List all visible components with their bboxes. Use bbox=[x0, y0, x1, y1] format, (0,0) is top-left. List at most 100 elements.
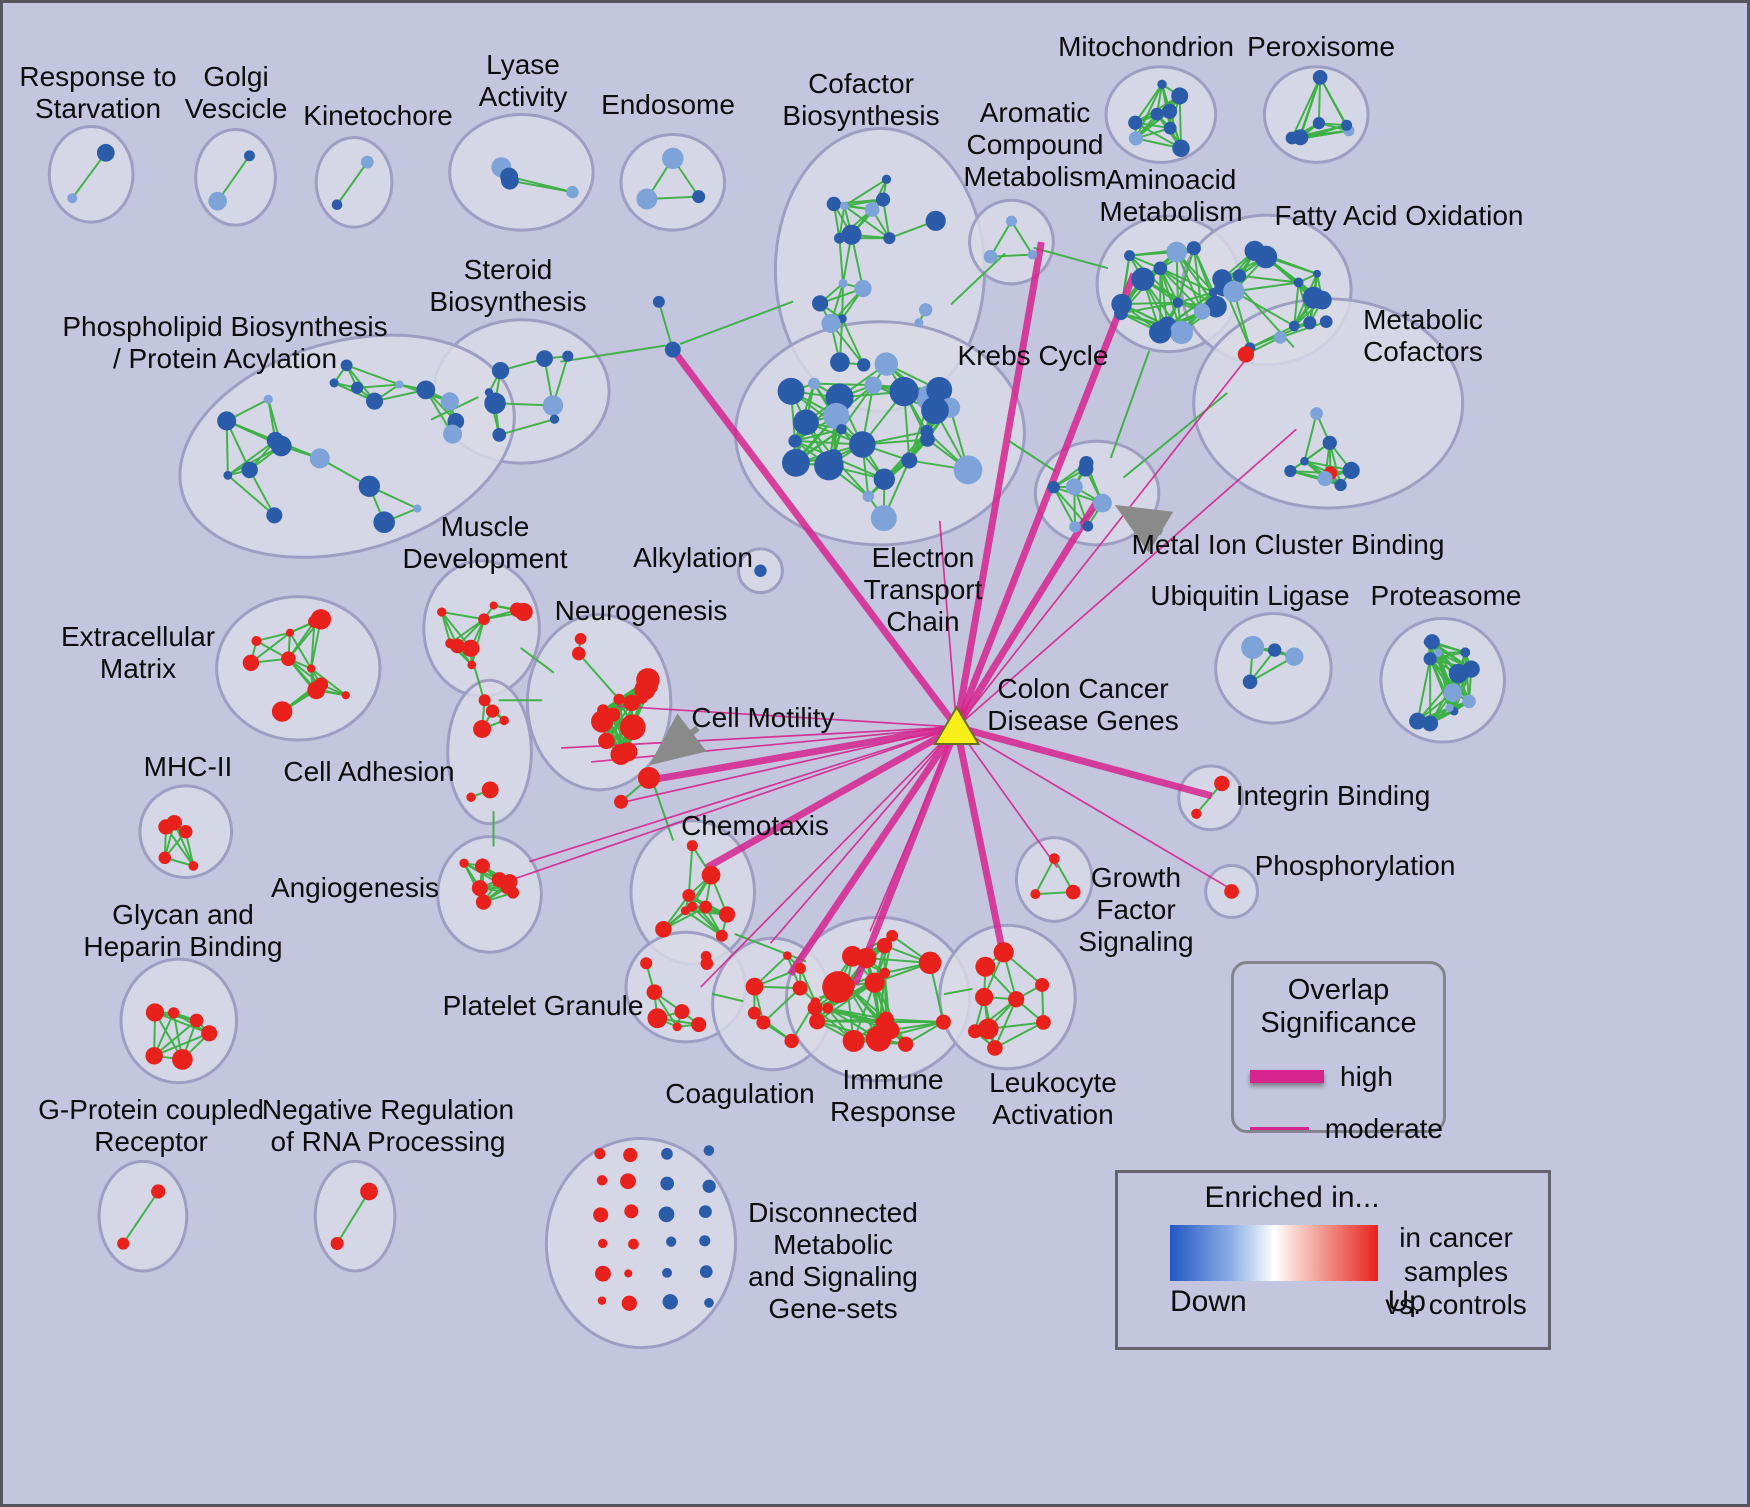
gene-node bbox=[340, 359, 353, 372]
gene-set-edge bbox=[762, 987, 802, 1024]
gene-node bbox=[594, 1265, 611, 1282]
gene-node bbox=[1300, 456, 1309, 466]
gene-node bbox=[330, 1237, 344, 1251]
gene-node bbox=[756, 1015, 771, 1030]
gene-node bbox=[1005, 215, 1017, 227]
gene-node bbox=[466, 792, 476, 802]
gene-node bbox=[251, 635, 262, 646]
gene-set-edge bbox=[122, 1190, 160, 1245]
gene-node bbox=[1317, 470, 1333, 487]
gene-set-edge bbox=[1178, 94, 1183, 150]
gene-node bbox=[879, 967, 891, 979]
hub-link-high bbox=[953, 496, 1103, 729]
gene-set-edge bbox=[1119, 301, 1179, 315]
gene-node bbox=[509, 602, 525, 618]
gene-node bbox=[244, 150, 255, 162]
gene-set-edge bbox=[993, 998, 1018, 1049]
moderate-significance-label: moderate bbox=[1324, 1112, 1443, 1144]
gene-node bbox=[784, 1033, 799, 1049]
gene-node bbox=[145, 1047, 163, 1065]
gene-node bbox=[1232, 269, 1247, 283]
moderate-significance-row: moderate bbox=[1250, 1113, 1443, 1145]
hub-link-high bbox=[851, 725, 960, 986]
gene-node bbox=[208, 191, 227, 211]
moderate-significance-line-swatch bbox=[1250, 1127, 1309, 1131]
gene-node bbox=[594, 1148, 606, 1160]
gene-node bbox=[881, 174, 892, 184]
gene-node bbox=[373, 511, 395, 534]
gene-node bbox=[484, 392, 506, 415]
gene-node bbox=[281, 651, 296, 666]
hub-link-moderate bbox=[624, 726, 957, 803]
gene-node bbox=[145, 1003, 165, 1022]
gene-node bbox=[1128, 131, 1144, 146]
gene-set-edge bbox=[1175, 251, 1217, 308]
gene-node bbox=[1341, 119, 1353, 131]
gene-set-edge bbox=[943, 988, 973, 996]
gene-node bbox=[674, 1004, 690, 1020]
gene-node bbox=[794, 962, 806, 974]
gene-node bbox=[217, 411, 237, 431]
gene-set-edge bbox=[1303, 412, 1318, 463]
gene-node bbox=[158, 819, 174, 835]
gene-set-edge bbox=[846, 984, 888, 1021]
gene-node bbox=[823, 402, 850, 429]
gene-set-edge bbox=[1123, 392, 1228, 479]
gene-node bbox=[621, 1295, 637, 1311]
gene-node bbox=[117, 1237, 130, 1250]
gene-node bbox=[1293, 277, 1304, 288]
gene-node bbox=[1149, 321, 1172, 344]
gene-node bbox=[481, 781, 499, 799]
gene-set-edge bbox=[838, 237, 845, 285]
gene-node bbox=[699, 1235, 711, 1247]
gene-node bbox=[652, 295, 665, 308]
gene-node bbox=[666, 1236, 677, 1247]
gene-node bbox=[1312, 117, 1326, 130]
gene-node bbox=[478, 694, 491, 707]
gene-node bbox=[1193, 303, 1211, 320]
gene-node bbox=[754, 564, 767, 577]
gene-set-edge bbox=[153, 1032, 211, 1057]
gene-set-edge bbox=[843, 204, 891, 240]
gene-node bbox=[331, 199, 343, 210]
gene-node bbox=[830, 352, 850, 372]
gene-node bbox=[593, 1207, 609, 1223]
gene-set-edge bbox=[838, 204, 846, 240]
gene-node bbox=[1047, 480, 1060, 494]
gene-node bbox=[953, 455, 983, 485]
gene-node bbox=[1409, 712, 1427, 730]
enrichment-legend-title: Enriched in... bbox=[1204, 1181, 1380, 1214]
hub-link-high bbox=[953, 272, 1138, 729]
cluster-ellipse-growth-factor-signaling bbox=[1014, 836, 1094, 923]
gene-node bbox=[897, 1036, 914, 1052]
gene-node bbox=[574, 632, 587, 645]
gene-set-edge bbox=[816, 981, 876, 1023]
gene-set-edge bbox=[989, 253, 1034, 258]
gene-node bbox=[967, 1024, 982, 1039]
gene-node bbox=[1035, 1014, 1051, 1030]
gene-node bbox=[662, 147, 684, 170]
gene-set-edge bbox=[1319, 76, 1348, 127]
gene-set-edge bbox=[1429, 657, 1471, 703]
gene-set-edge bbox=[711, 993, 744, 1003]
gene-node bbox=[1423, 652, 1437, 666]
gene-node bbox=[549, 414, 560, 424]
gene-set-edge bbox=[651, 780, 674, 841]
gene-node bbox=[413, 504, 422, 513]
gene-set-edge bbox=[883, 972, 888, 1021]
gene-node bbox=[1285, 647, 1304, 666]
gene-node bbox=[450, 638, 465, 654]
gene-node bbox=[777, 377, 805, 405]
gene-node bbox=[151, 1184, 166, 1199]
gene-node bbox=[1027, 249, 1038, 260]
gene-node bbox=[661, 1147, 673, 1160]
gene-set-edge bbox=[679, 300, 794, 345]
gene-node bbox=[623, 694, 640, 712]
gene-node bbox=[491, 361, 510, 380]
gene-node bbox=[499, 715, 509, 726]
gene-node bbox=[686, 840, 698, 852]
gene-node bbox=[918, 951, 942, 975]
gene-node bbox=[437, 607, 447, 617]
gene-node bbox=[747, 1006, 761, 1020]
gene-node bbox=[440, 392, 459, 411]
